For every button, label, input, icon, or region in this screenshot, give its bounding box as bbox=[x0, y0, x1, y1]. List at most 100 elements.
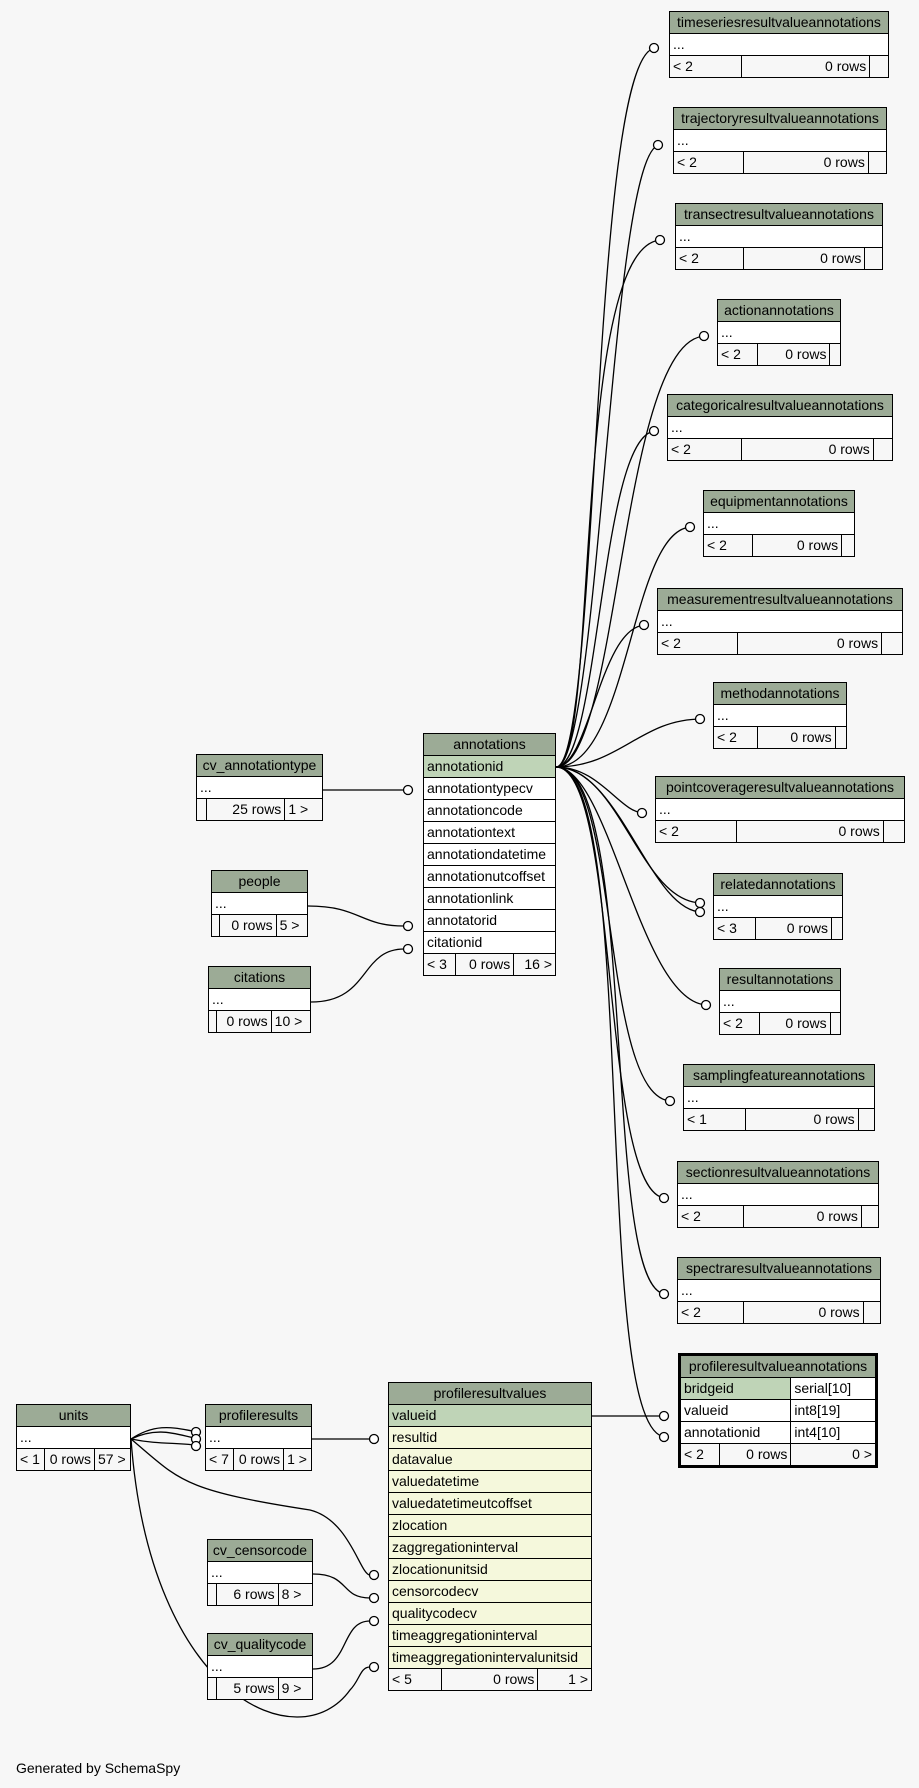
table-name[interactable]: resultannotations bbox=[719, 968, 841, 991]
edge-units-profileresults-3 bbox=[130, 1438, 201, 1447]
table-row-count: 25 rows bbox=[205, 798, 286, 821]
table-row-count: 0 rows bbox=[756, 726, 836, 749]
table-name[interactable]: cv_annotationtype bbox=[196, 754, 323, 777]
table-name[interactable]: spectraresultvalueannotations bbox=[677, 1257, 881, 1280]
table-row-count: 0 rows bbox=[736, 820, 884, 843]
table-children-count: 0 > bbox=[790, 1443, 876, 1466]
table-name[interactable]: profileresultvalueannotations bbox=[680, 1355, 876, 1378]
table-children-count bbox=[860, 1205, 880, 1228]
table-timeseriesresultvalueannotations[interactable]: timeseriesresultvalueannotations ... < 2… bbox=[669, 11, 889, 78]
table-parents-count: < 1 bbox=[16, 1448, 45, 1471]
table-parents-count: < 2 bbox=[679, 1443, 721, 1466]
table-children-count bbox=[882, 820, 906, 843]
table-parents-count: < 2 bbox=[677, 1205, 744, 1228]
column-name: bridgeid bbox=[679, 1377, 792, 1400]
table-trajectoryresultvalueannotations[interactable]: trajectoryresultvalueannotations ... < 2… bbox=[673, 107, 888, 174]
edge-citations bbox=[310, 948, 405, 1003]
table-categoricalresultvalueannotations[interactable]: categoricalresultvalueannotations ... < … bbox=[667, 394, 894, 461]
table-name[interactable]: transectresultvalueannotations bbox=[675, 203, 883, 226]
table-parents-count: < 2 bbox=[675, 247, 744, 270]
column-name: valuedatetimeutcoffset bbox=[388, 1492, 592, 1515]
table-row-count: 0 rows bbox=[742, 1205, 862, 1228]
table-name[interactable]: people bbox=[211, 870, 308, 893]
table-name[interactable]: measurementresultvalueannotations bbox=[657, 588, 903, 611]
table-parents-count bbox=[210, 914, 221, 937]
table-name[interactable]: sectionresultvalueannotations bbox=[677, 1161, 879, 1184]
table-children-count bbox=[830, 917, 844, 940]
column-name: annotationid bbox=[423, 755, 556, 778]
table-name[interactable]: pointcoverageresultvalueannotations bbox=[655, 776, 905, 799]
table-children-count bbox=[829, 1012, 842, 1035]
table-name[interactable]: methodannotations bbox=[713, 682, 847, 705]
table-pointcoverageresultvalueannotations[interactable]: pointcoverageresultvalueannotations ... … bbox=[654, 776, 906, 843]
column-name: valueid bbox=[679, 1399, 792, 1422]
table-column-ellipsis: ... bbox=[713, 895, 843, 918]
edge-result bbox=[555, 766, 709, 1006]
table-parents-count: < 2 bbox=[656, 632, 739, 655]
table-name[interactable]: equipmentannotations bbox=[703, 490, 855, 513]
edge-section bbox=[555, 766, 667, 1199]
table-column-ellipsis: ... bbox=[196, 776, 323, 799]
table-parents-count: < 2 bbox=[654, 820, 738, 843]
edge-transect bbox=[555, 239, 663, 768]
edge-units-timeagg bbox=[130, 1438, 371, 1718]
table-name[interactable]: categoricalresultvalueannotations bbox=[667, 394, 893, 417]
table-row-count: 0 rows bbox=[755, 917, 832, 940]
table-name[interactable]: samplingfeatureannotations bbox=[683, 1064, 875, 1087]
table-children-count: 8 > bbox=[277, 1583, 314, 1606]
table-row-count: 0 rows bbox=[742, 151, 869, 174]
table-name[interactable]: trajectoryresultvalueannotations bbox=[673, 107, 887, 130]
table-column-ellipsis: ... bbox=[211, 892, 308, 915]
table-name[interactable]: profileresultvalues bbox=[388, 1382, 592, 1405]
column-name: zlocation bbox=[388, 1514, 592, 1537]
column-name: timeaggregationinterval bbox=[388, 1624, 592, 1647]
table-name[interactable]: annotations bbox=[423, 733, 556, 756]
table-annotations[interactable]: annotations annotationid annotationtypec… bbox=[422, 733, 556, 976]
table-parents-count bbox=[196, 798, 207, 821]
table-measurementresultvalueannotations[interactable]: measurementresultvalueannotations ... < … bbox=[656, 588, 903, 655]
table-row-count: 0 rows bbox=[757, 343, 831, 366]
table-name[interactable]: citations bbox=[208, 966, 311, 989]
column-name: annotatorid bbox=[423, 909, 556, 932]
table-children-count bbox=[829, 343, 841, 366]
table-row-count: 0 rows bbox=[740, 55, 871, 78]
table-name[interactable]: profileresults bbox=[205, 1404, 312, 1427]
table-row-count: 0 rows bbox=[740, 438, 874, 461]
table-name[interactable]: units bbox=[16, 1404, 131, 1427]
table-column-ellipsis: ... bbox=[703, 512, 855, 535]
table-children-count: 1 > bbox=[537, 1668, 592, 1691]
edge-related-2 bbox=[555, 766, 703, 913]
table-column-ellipsis: ... bbox=[719, 990, 841, 1013]
table-name[interactable]: cv_censorcode bbox=[207, 1539, 313, 1562]
column-name: zaggregationinterval bbox=[388, 1536, 592, 1559]
table-name[interactable]: timeseriesresultvalueannotations bbox=[669, 11, 889, 34]
table-parents-count: < 2 bbox=[719, 1012, 760, 1035]
table-column-ellipsis: ... bbox=[669, 33, 889, 56]
table-name[interactable]: relatedannotations bbox=[713, 873, 843, 896]
table-name[interactable]: actionannotations bbox=[717, 299, 841, 322]
table-column-ellipsis: ... bbox=[713, 704, 847, 727]
table-row-count: 0 rows bbox=[455, 953, 515, 976]
table-profileresultvalues[interactable]: profileresultvalues valueid resultid dat… bbox=[387, 1382, 592, 1691]
edge-qualitycode bbox=[312, 1620, 371, 1670]
table-children-count: 9 > bbox=[277, 1677, 314, 1700]
table-name[interactable]: cv_qualitycode bbox=[207, 1633, 313, 1656]
